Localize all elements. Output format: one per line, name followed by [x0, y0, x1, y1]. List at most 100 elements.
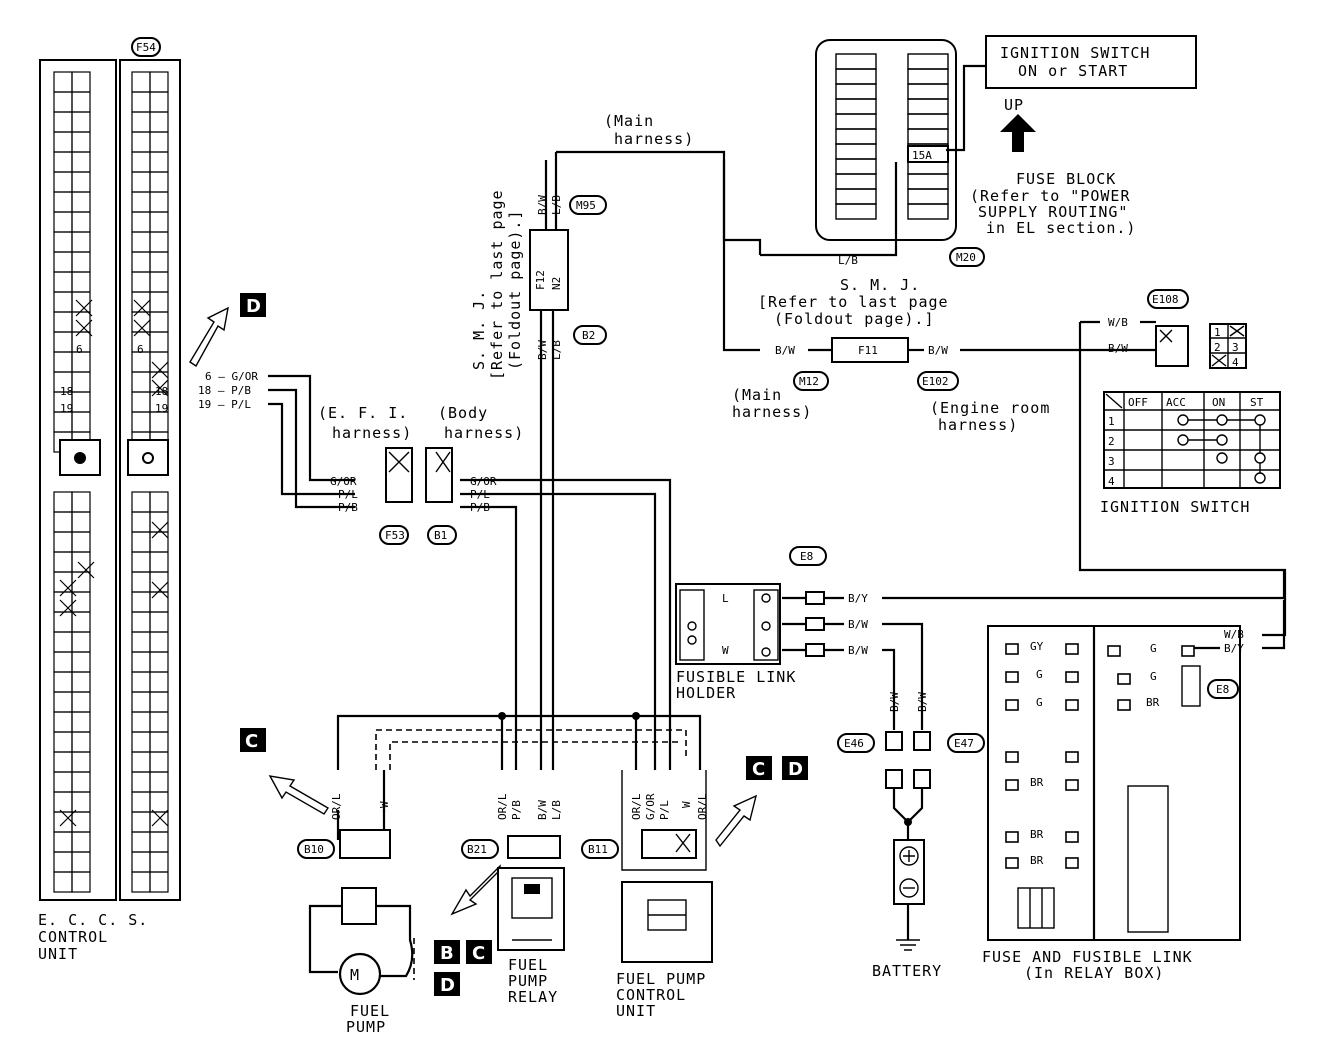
wire-pb-b21: P/B — [510, 800, 523, 820]
relay-fuse-g4: G — [1150, 670, 1157, 683]
smj-f11: F11 — [858, 344, 878, 357]
relay-fuse-br2: BR — [1030, 828, 1044, 841]
connector-b10: B10 — [304, 843, 324, 856]
col-off: OFF — [1128, 396, 1148, 409]
battery-label: BATTERY — [872, 962, 942, 980]
main-harness-low-2: harness) — [732, 403, 812, 421]
ref-arrow-icon-3 — [450, 864, 501, 916]
fusible-link-label-2: HOLDER — [676, 684, 736, 702]
fuel-pump-label-2: PUMP — [346, 1018, 386, 1036]
wire-by-relay: B/Y — [1224, 642, 1244, 655]
main-harness-top-2: harness) — [614, 130, 694, 148]
connector-m12: M12 — [799, 375, 819, 388]
efi-harness-label-2: harness) — [332, 424, 412, 442]
ecu-pin-grid-left — [53, 71, 95, 893]
fuse-block-ref-1: (Refer to "POWER — [970, 187, 1131, 205]
wire-bw-e47: B/W — [916, 692, 929, 712]
ignition-switch-table: OFF ACC ON ST 1 2 3 4 — [1103, 391, 1281, 489]
ref-c-left: C — [245, 731, 258, 752]
row-3: 3 — [1108, 455, 1115, 468]
ecu-label-3: UNIT — [38, 945, 78, 963]
body-harness-label-2: harness) — [444, 424, 524, 442]
fuel-pump: M — [308, 887, 415, 996]
wire-bw-b21: B/W — [536, 800, 549, 820]
ref-d-mid: D — [440, 975, 455, 996]
smj-horiz-label-3: (Foldout page).] — [774, 310, 935, 328]
connector-e102: E102 — [922, 375, 949, 388]
wire-w-b10: W — [378, 801, 391, 808]
wire-bw-e102: B/W — [928, 344, 948, 357]
fpcu-label-1: FUEL PUMP — [616, 970, 706, 988]
ref-c-mid: C — [472, 943, 485, 964]
smj-vert-label-3: (Foldout page).] — [506, 210, 524, 371]
ref-arrow-icon-4 — [715, 794, 758, 848]
pin-6-gor: 6 — G/OR — [205, 370, 258, 383]
ref-arrow-icon — [189, 306, 229, 368]
f54-pin-6: 6 — [137, 343, 144, 356]
ref-b: B — [440, 943, 454, 964]
up-label: UP — [1004, 96, 1024, 114]
smj-vert-label-2: [Refer to last page — [488, 189, 506, 380]
col-st: ST — [1250, 396, 1264, 409]
fl-wire-l: L — [722, 592, 729, 605]
connector-f53: F53 — [385, 529, 405, 542]
f54-pin-18: 18 — [155, 385, 168, 398]
wire-gor-b11: G/OR — [644, 793, 657, 820]
connector-b21: B21 — [467, 843, 487, 856]
ignition-key-grid: 1 2 3 4 — [1209, 323, 1247, 369]
wire-pl-f53: P/L — [338, 488, 358, 501]
relay-fuse-g2: G — [1036, 696, 1043, 709]
connector-e46: E46 — [844, 737, 864, 750]
fuel-pump-control-unit — [621, 881, 713, 963]
connector-e47: E47 — [954, 737, 974, 750]
up-arrow-icon — [1000, 114, 1036, 152]
engine-room-harness-1: (Engine room — [930, 399, 1050, 417]
wire-bw-e108: B/W — [1108, 342, 1128, 355]
wire-wb-relay: W/B — [1224, 628, 1244, 641]
smj-n2: N2 — [550, 277, 563, 290]
ref-d-top: D — [246, 296, 261, 317]
connector-e8-relay: E8 — [1216, 683, 1229, 696]
wire-pl-b11: P/L — [658, 800, 671, 820]
ecu-label-1: E. C. C. S. — [38, 911, 148, 929]
ecu-control-unit: 6 18 19 E. C. C. S. CONTROL UNIT — [38, 59, 148, 963]
main-harness-low-1: (Main — [732, 386, 782, 404]
key-2: 2 — [1214, 341, 1221, 354]
wire-bw-m12: B/W — [775, 344, 795, 357]
pin-18-pb: 18 — P/B — [198, 384, 251, 397]
pump-motor-icon — [338, 952, 382, 996]
fuel-pump-relay-label-2: PUMP — [508, 972, 548, 990]
engine-room-harness-2: harness) — [938, 416, 1018, 434]
fuel-pump-relay-label-1: FUEL — [508, 956, 548, 974]
f54-pin-19: 19 — [155, 402, 168, 415]
ecu-pin-6: 6 — [76, 343, 83, 356]
relay-fuse-br1: BR — [1030, 776, 1044, 789]
wire-pb-f53: P/B — [338, 501, 358, 514]
wire-bw-b2: B/W — [536, 340, 549, 360]
ref-c-right: C — [752, 759, 765, 780]
key-3: 3 — [1232, 341, 1239, 354]
relay-box-label-1: FUSE AND FUSIBLE LINK — [982, 948, 1193, 966]
fuse-15a: 15A — [912, 149, 932, 162]
pin-19-pl: 19 — P/L — [198, 398, 251, 411]
fl-wire-w: W — [722, 644, 729, 657]
svg-text:M: M — [350, 966, 360, 984]
main-harness-top-1: (Main — [604, 112, 654, 130]
ref-d-right: D — [788, 759, 803, 780]
col-acc: ACC — [1166, 396, 1186, 409]
wire-gor-f53: G/OR — [330, 475, 357, 488]
fuse-block-label: FUSE BLOCK — [1016, 170, 1116, 188]
smj-f12: F12 — [534, 270, 547, 290]
row-2: 2 — [1108, 435, 1115, 448]
fuel-pump-label-1: FUEL — [350, 1002, 390, 1020]
ref-arrow-icon-2 — [268, 775, 329, 815]
ecu-pin-18: 18 — [60, 385, 73, 398]
ign-switch-box-1: IGNITION SWITCH — [1000, 44, 1150, 62]
connector-e8-top: E8 — [800, 550, 813, 563]
key-1: 1 — [1214, 326, 1221, 339]
relay-fuse-g3: G — [1150, 642, 1157, 655]
ecu-connector-f54: 6 18 19 F54 — [119, 37, 181, 901]
smj-horiz-label-2: [Refer to last page — [758, 293, 949, 311]
fuse-block-ref-2: SUPPLY ROUTING" — [978, 203, 1128, 221]
